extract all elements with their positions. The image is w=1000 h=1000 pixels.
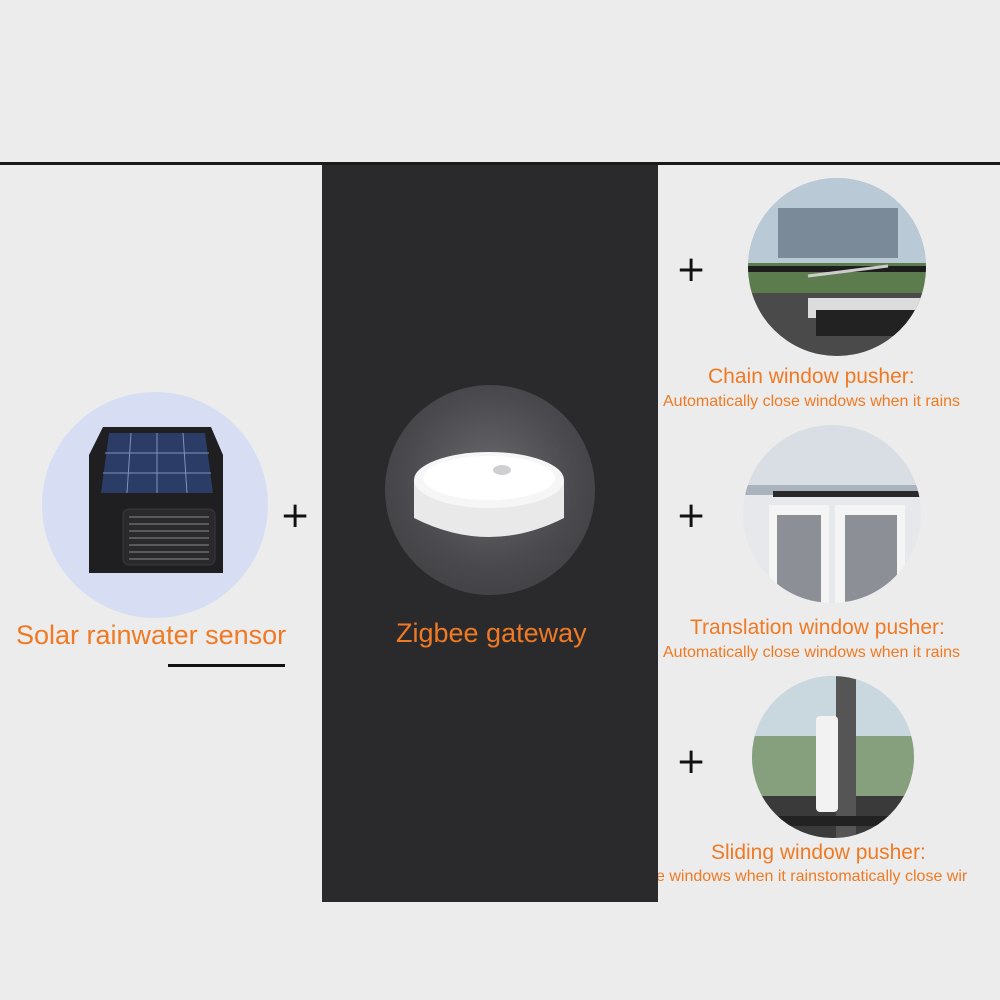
zigbee-gateway-icon (414, 452, 564, 537)
sliding-window-pusher-photo (752, 676, 914, 838)
sensor-underline (168, 664, 285, 667)
pusher-subtitle-3: e windows when it rainstomatically close… (658, 868, 968, 885)
pusher-title-1: Chain window pusher: (708, 365, 915, 388)
pusher-subtitle-1: Automatically close windows when it rain… (663, 393, 961, 410)
pusher-title-2: Translation window pusher: (690, 616, 945, 639)
gateway-label: Zigbee gateway (396, 618, 587, 648)
pusher-subtitle-2: Automatically close windows when it rain… (663, 644, 961, 661)
plus-sign-2: + (676, 249, 707, 290)
pusher-title-3: Sliding window pusher: (711, 841, 926, 864)
translation-window-pusher-photo (743, 425, 921, 603)
plus-sign-1: + (280, 495, 311, 536)
plus-sign-3: + (676, 495, 707, 536)
plus-sign-4: + (676, 741, 707, 782)
top-divider-line (0, 162, 1000, 165)
solar-rain-sensor-icon (89, 427, 223, 573)
sensor-label: Solar rainwater sensor (16, 620, 287, 650)
pusher-subtitle-3-clip: e windows when it rainstomatically close… (658, 866, 1000, 892)
chain-window-pusher-photo (748, 178, 926, 356)
